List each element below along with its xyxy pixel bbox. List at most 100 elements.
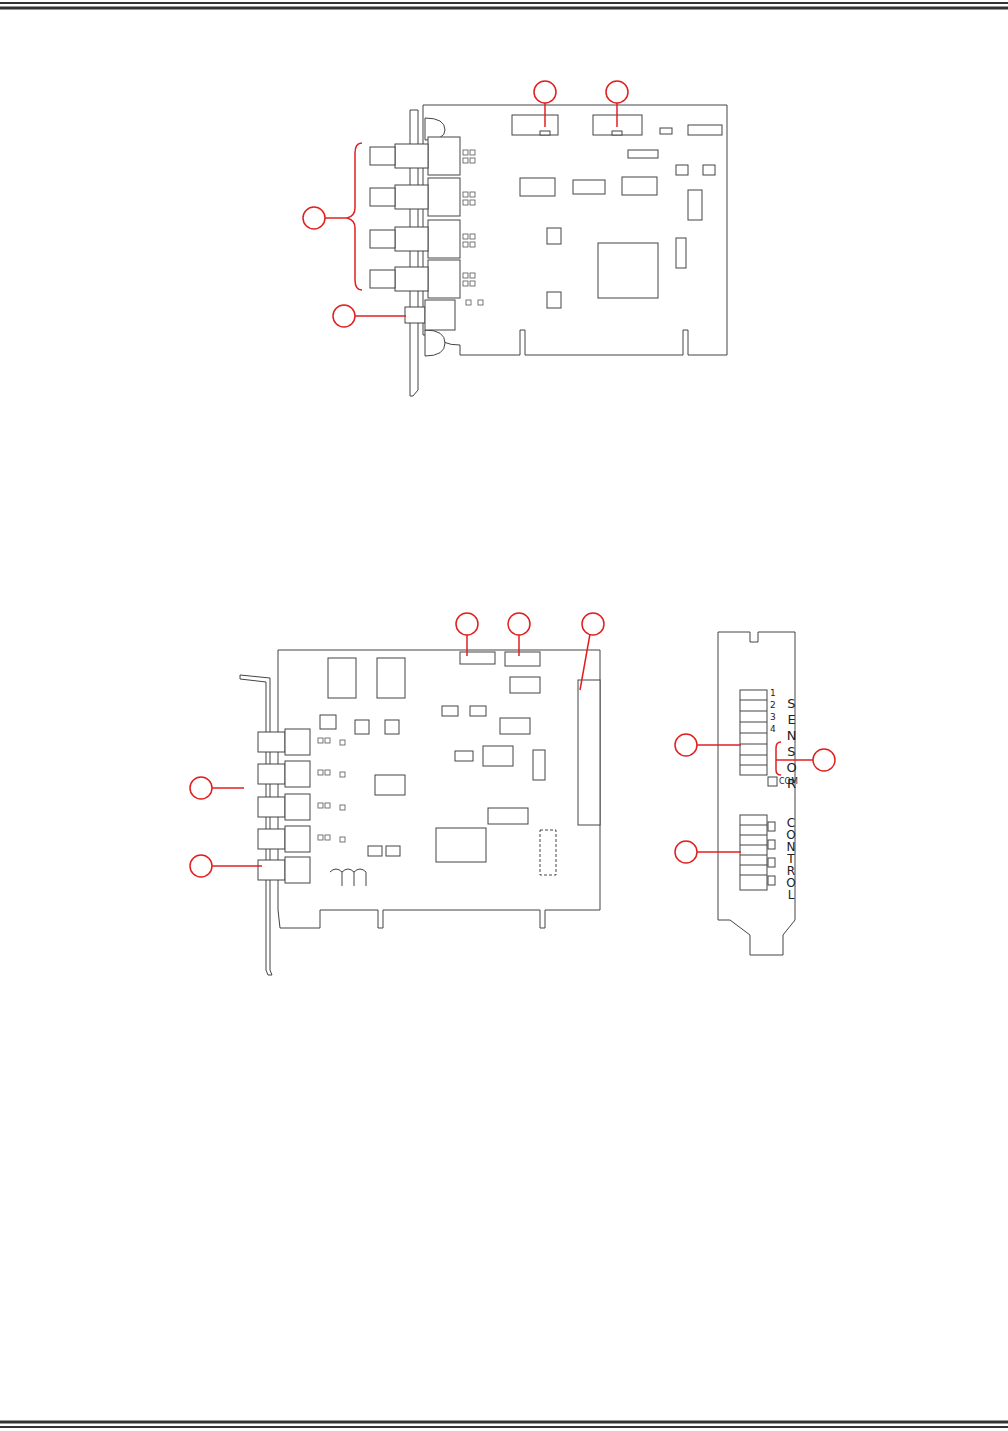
- rca-jack: [428, 220, 460, 258]
- smd-parts: [340, 805, 345, 810]
- rca-jack: [258, 860, 285, 880]
- callout-circle: [675, 734, 697, 756]
- rca-jack: [370, 270, 395, 288]
- chip: [500, 718, 530, 734]
- rca-jack: [370, 147, 395, 165]
- chip: [533, 750, 545, 780]
- chip: [386, 846, 400, 856]
- chip: [540, 830, 556, 875]
- chip: [320, 652, 600, 886]
- pin-number: 4: [770, 725, 776, 734]
- leader-line: [697, 744, 741, 746]
- chip: [520, 178, 555, 196]
- smd-parts: [470, 234, 475, 239]
- chip: [377, 658, 405, 698]
- leader-line: [355, 315, 406, 317]
- smd-parts: [340, 740, 345, 745]
- chip: [320, 715, 336, 729]
- rca-jack: [258, 732, 285, 752]
- chip: [688, 190, 702, 220]
- bracket-plate: [740, 700, 767, 765]
- bracket-plate: [768, 777, 777, 786]
- rca-jack: [395, 185, 428, 209]
- rca-jack: [285, 729, 310, 755]
- chip: [442, 706, 458, 716]
- rca-jack: [428, 137, 460, 175]
- chip: [676, 165, 688, 175]
- chip: [660, 128, 672, 134]
- smd-parts: [340, 837, 345, 842]
- bracket-plate: [718, 632, 795, 955]
- chip: [510, 677, 540, 693]
- smd-parts: [463, 242, 468, 247]
- smd-parts: [463, 158, 468, 163]
- chip: [368, 846, 382, 856]
- smd-parts: [325, 835, 330, 840]
- chip: [688, 125, 722, 135]
- chip: [573, 180, 605, 194]
- chip: [628, 150, 658, 158]
- smd-parts: [478, 300, 483, 305]
- callout-circle: [508, 613, 530, 635]
- callout-circle: [813, 749, 835, 771]
- smd-parts: [318, 738, 345, 842]
- rca-jack: [285, 794, 310, 820]
- callout-circle: [675, 841, 697, 863]
- page-rule: [0, 2, 1008, 4]
- rca-jack: [258, 729, 310, 883]
- smd-parts: [470, 242, 475, 247]
- rca-jack: [258, 797, 285, 817]
- chip: [488, 808, 528, 824]
- chip: [622, 177, 657, 195]
- leader-line: [347, 143, 362, 290]
- pcb-board: [240, 650, 600, 975]
- rca-jack: [395, 227, 428, 251]
- bracket-plate: [740, 690, 767, 775]
- callout-circle: [582, 613, 604, 635]
- rca-jack: [285, 826, 310, 852]
- bracket-plate: [768, 840, 775, 849]
- chip: [330, 869, 366, 886]
- chip: [328, 658, 356, 698]
- callout-circle: [333, 305, 355, 327]
- pcb-board: [423, 105, 727, 355]
- connector-name: CONTROL: [785, 817, 797, 901]
- chip: [598, 243, 658, 298]
- chip: [547, 228, 561, 244]
- page-rule: [0, 1421, 1008, 1424]
- chip: [578, 680, 600, 825]
- smd-parts: [325, 770, 330, 775]
- chip: [547, 292, 561, 308]
- smd-parts: [325, 803, 330, 808]
- chip: [612, 131, 622, 135]
- rca-jack: [370, 137, 460, 330]
- leader-line: [518, 635, 520, 656]
- smd-parts: [463, 281, 468, 286]
- smd-parts: [318, 803, 323, 808]
- leader-line: [776, 742, 781, 775]
- callout-circle: [534, 81, 556, 103]
- smd-parts: [318, 835, 323, 840]
- smd-parts: [463, 150, 483, 305]
- chip: [436, 828, 486, 862]
- leader-line: [544, 103, 546, 127]
- pin-name: COM: [779, 778, 798, 786]
- chip: [676, 238, 686, 268]
- pcb-board: [278, 650, 600, 928]
- smd-parts: [463, 192, 468, 197]
- leader-line: [325, 217, 347, 219]
- bracket-plate: [768, 858, 775, 867]
- page-rule: [0, 1426, 1008, 1428]
- chip: [483, 746, 513, 766]
- pin-number: 2: [770, 701, 776, 710]
- leader-line: [466, 635, 468, 656]
- smd-parts: [463, 150, 468, 155]
- smd-parts: [470, 158, 475, 163]
- smd-parts: [470, 192, 475, 197]
- callout-circle: [606, 81, 628, 103]
- leader-line: [212, 787, 244, 789]
- bracket-plate: [718, 632, 795, 955]
- smd-parts: [318, 770, 323, 775]
- bracket-plate: [768, 822, 775, 831]
